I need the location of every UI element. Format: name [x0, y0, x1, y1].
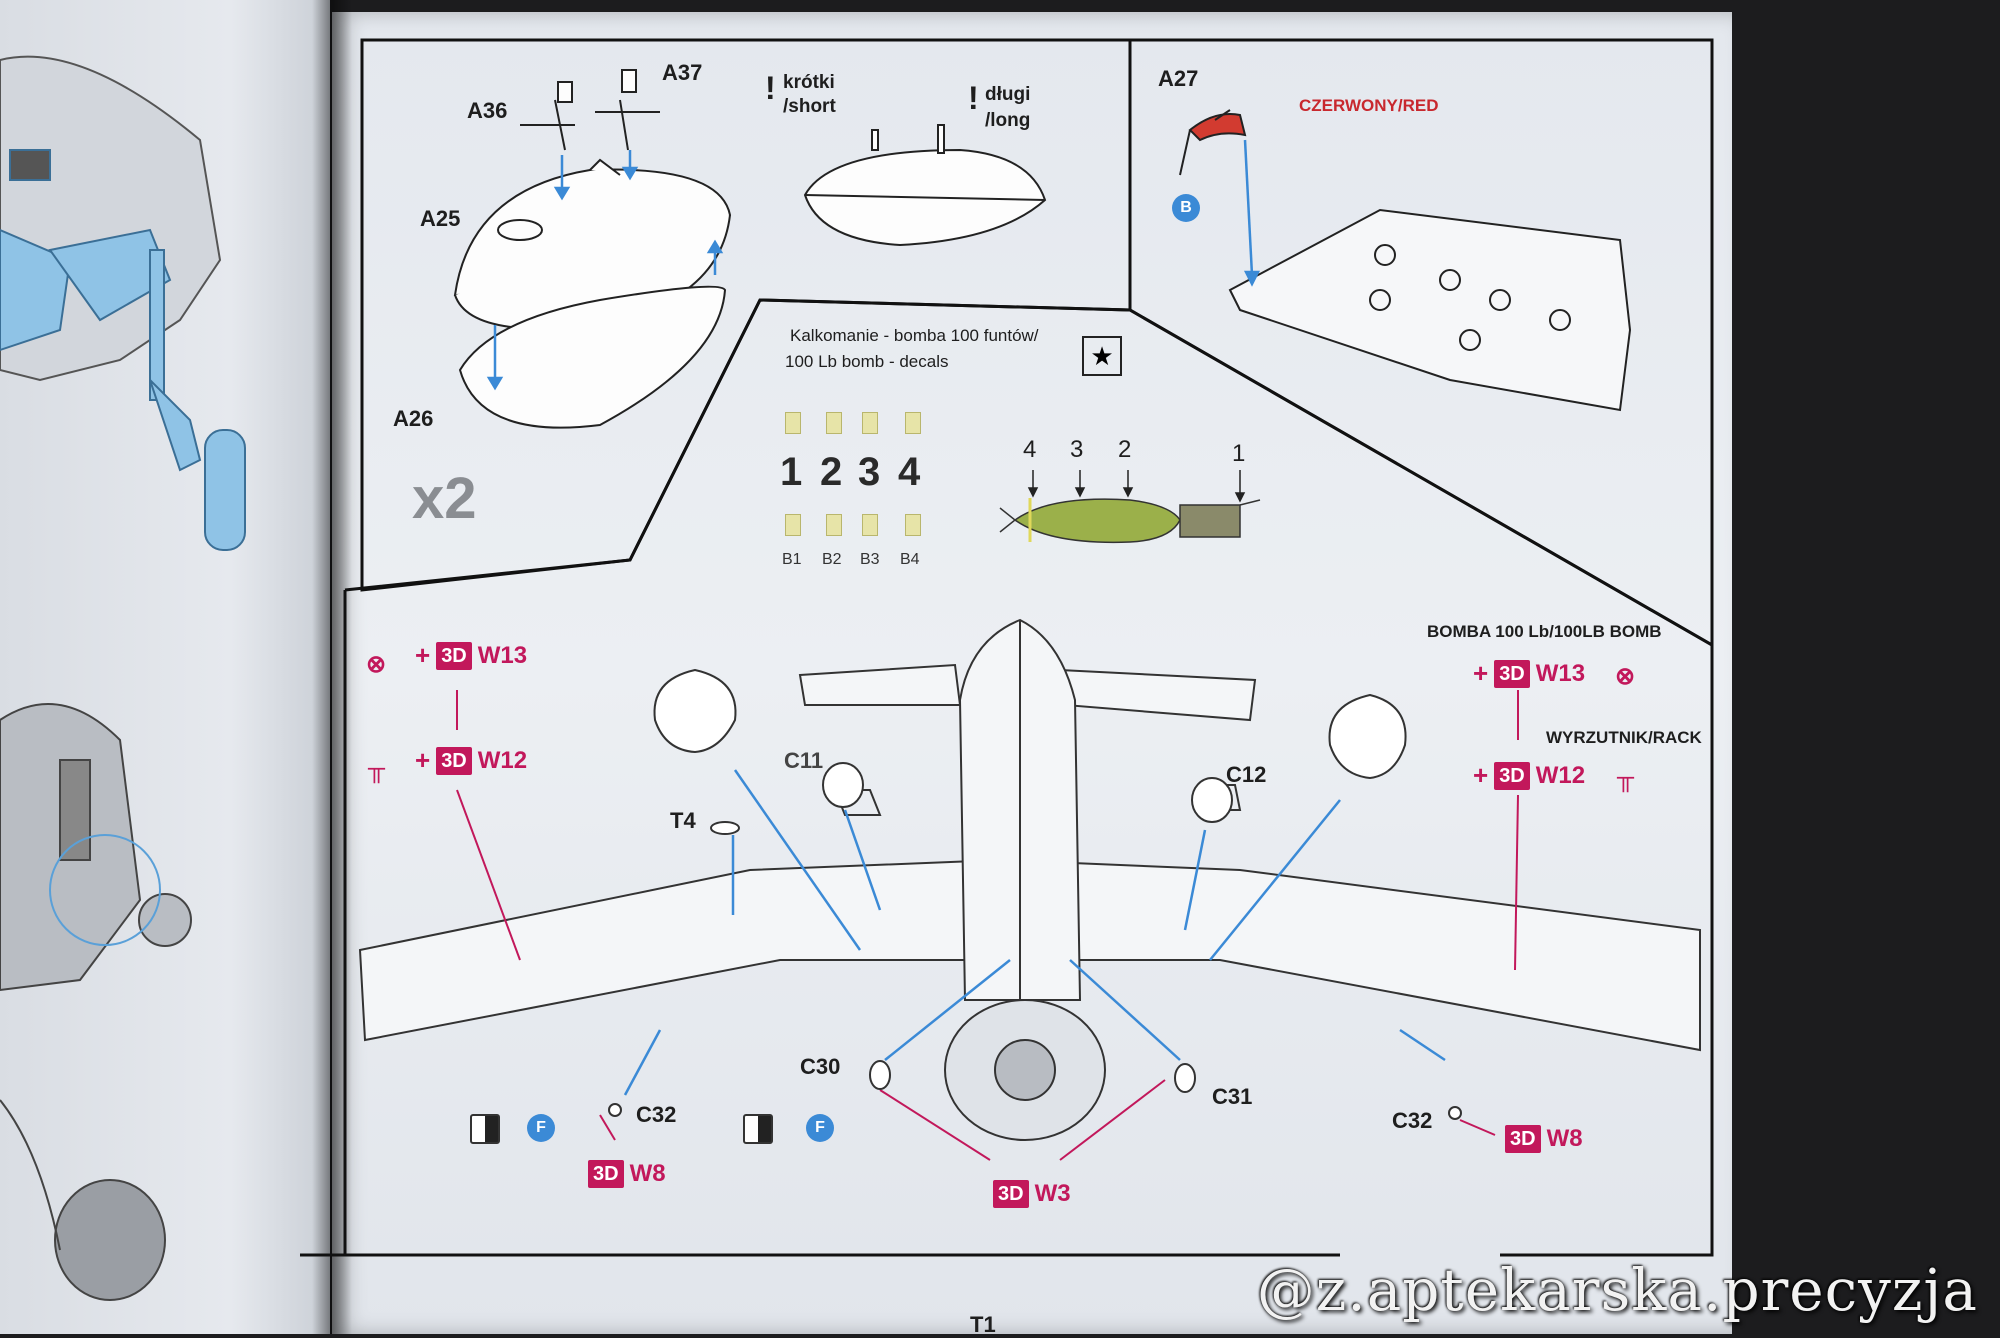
decal-swatch	[862, 412, 878, 434]
tag-3d: 3D	[1494, 659, 1530, 688]
star-icon: ★	[1082, 336, 1122, 376]
label-a37: A37	[662, 60, 703, 85]
badge-b: B	[1172, 194, 1200, 222]
decal-swatch	[905, 412, 921, 434]
rack-icon-left: ╥	[368, 755, 386, 782]
label-c32-left: C32	[636, 1102, 677, 1127]
label-czerwony-red: CZERWONY/RED	[1299, 96, 1439, 115]
label-x2: x2	[412, 466, 477, 531]
code-w8-left: 3D W8	[588, 1160, 666, 1188]
decal-number-3: 3	[858, 450, 881, 494]
magenta-callout-lines	[456, 690, 1519, 1161]
label-bomb-100lb: BOMBA 100 Lb/100LB BOMB	[1427, 622, 1662, 641]
label-short: /short	[783, 96, 836, 117]
label-a36: A36	[467, 98, 508, 123]
decal-title-line2: 100 Lb bomb - decals	[785, 352, 949, 371]
label-c31: C31	[1212, 1084, 1253, 1109]
label-t1: T1	[970, 1312, 996, 1337]
plus-sign: +	[415, 640, 431, 670]
decal-code-b2: B2	[822, 551, 842, 568]
code-w12-right: + 3D W12	[1473, 760, 1585, 791]
code-w13-right: + 3D W13	[1473, 658, 1585, 689]
label-a25: A25	[420, 206, 461, 231]
label-c30: C30	[800, 1054, 841, 1079]
decal-number-1: 1	[780, 450, 803, 494]
tank-arrows	[486, 150, 724, 391]
bomb-callout-2: 2	[1118, 436, 1132, 463]
decal-code-b3: B3	[860, 551, 880, 568]
left-landing-gear	[0, 55, 246, 551]
decal-number-4: 4	[898, 450, 921, 494]
badge-f-left: F	[527, 1114, 555, 1142]
code-w13-left: + 3D W13	[415, 640, 527, 671]
label-long: /long	[985, 110, 1031, 131]
tag-3d: 3D	[1494, 761, 1530, 790]
code-w13-text: W13	[1535, 659, 1586, 687]
code-w3-text: W3	[1034, 1180, 1071, 1207]
drop-tank-short-long	[803, 124, 1047, 247]
half-fill-icon-left	[470, 1114, 500, 1144]
tag-3d: 3D	[436, 746, 472, 775]
decal-swatch	[905, 514, 921, 536]
label-t4: T4	[670, 808, 696, 833]
panel-frames	[300, 38, 1714, 1257]
small-parts	[608, 762, 1462, 1120]
decal-title-line1: Kalkomanie - bomba 100 funtów/	[790, 326, 1039, 345]
decal-swatch	[785, 412, 801, 434]
code-w12-text: W12	[477, 746, 528, 774]
badge-f-center: F	[806, 1114, 834, 1142]
flap-arrow	[1243, 139, 1261, 287]
label-krotki: krótki	[783, 72, 835, 93]
decal-swatch	[862, 514, 878, 536]
decal-swatch	[785, 514, 801, 536]
tag-3d: 3D	[993, 1180, 1029, 1208]
bomb-callout-arrows	[1027, 470, 1246, 503]
code-w12-left: + 3D W12	[415, 745, 527, 776]
decal-swatch	[826, 412, 842, 434]
label-c11: C11	[784, 748, 824, 773]
label-c12: C12	[1226, 762, 1267, 787]
bomb-callout-3: 3	[1070, 436, 1084, 463]
code-w13-text: W13	[477, 641, 528, 669]
wheel-icon-left: ⊗	[366, 651, 387, 678]
aircraft-underside	[358, 618, 1701, 1141]
bomb-callout-4: 4	[1023, 436, 1037, 463]
wheel-icon-right: ⊗	[1615, 663, 1636, 690]
drop-tank-exploded	[453, 69, 732, 429]
label-c32-right: C32	[1392, 1108, 1433, 1133]
bomb-decal-illustration	[999, 498, 1261, 544]
watermark: @z.aptekarska.precyzja	[1256, 1256, 1978, 1324]
code-w8-text: W8	[629, 1160, 666, 1187]
bomb-callout-1: 1	[1232, 440, 1246, 467]
wing-flap-section	[1179, 109, 1632, 412]
decal-swatch	[826, 514, 842, 536]
tag-3d: 3D	[436, 641, 472, 670]
half-fill-icon-center	[743, 1114, 773, 1144]
decal-code-b4: B4	[900, 551, 920, 568]
rack-icon-right: ╥	[1617, 764, 1635, 791]
aircraft-callout-lines	[623, 769, 1446, 1096]
code-w8-right: 3D W8	[1505, 1125, 1583, 1153]
code-w12-text: W12	[1535, 761, 1586, 789]
code-w3: 3D W3	[993, 1180, 1071, 1208]
left-grey-gear	[0, 703, 192, 1301]
label-a27: A27	[1158, 66, 1199, 91]
decal-code-b1: B1	[782, 551, 802, 568]
decal-number-2: 2	[820, 450, 843, 494]
label-rack: WYRZUTNIK/RACK	[1546, 728, 1702, 747]
exclamation-icon-short: !	[765, 70, 776, 106]
label-a26: A26	[393, 406, 434, 431]
code-w8-text: W8	[1546, 1125, 1583, 1152]
plus-sign: +	[1473, 760, 1489, 790]
tag-3d: 3D	[588, 1160, 624, 1188]
label-dlugi: długi	[985, 84, 1031, 105]
plus-sign: +	[1473, 658, 1489, 688]
exclamation-icon-long: !	[968, 80, 979, 116]
plus-sign: +	[415, 745, 431, 775]
tag-3d: 3D	[1505, 1125, 1541, 1153]
